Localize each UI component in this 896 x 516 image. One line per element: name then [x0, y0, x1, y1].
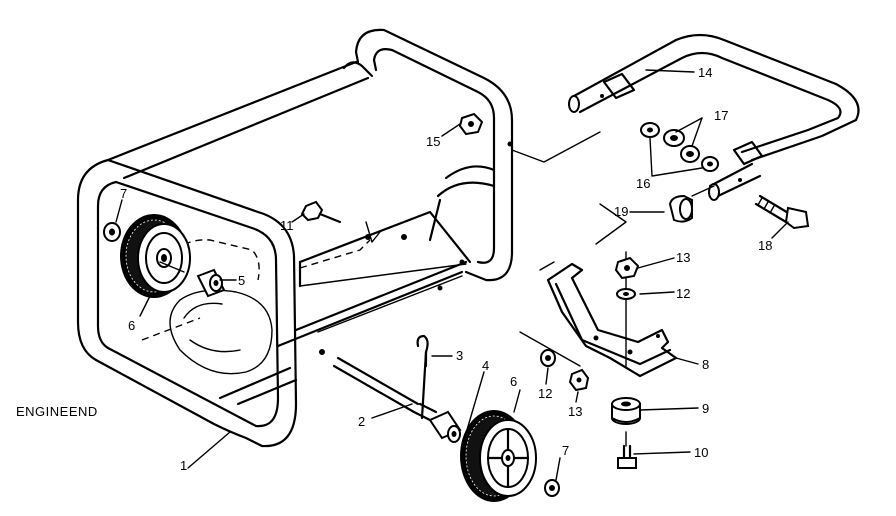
bolt-18: [754, 194, 810, 230]
nut-13-upper: [614, 256, 640, 280]
callout-7-lower: 7: [562, 443, 569, 458]
callout-13-upper: 13: [676, 250, 690, 265]
wheel-upper: [120, 214, 191, 298]
callout-3: 3: [456, 348, 463, 363]
bolt-10: [617, 444, 637, 469]
washer-12-lower: [540, 349, 556, 367]
callout-14: 14: [698, 65, 712, 80]
sleeve-5: [196, 268, 226, 298]
engine-end-caption: ENGINEEND: [16, 404, 98, 419]
callout-10: 10: [694, 445, 708, 460]
callout-12-lower: 12: [538, 386, 552, 401]
frame-tube: [76, 28, 514, 448]
callout-17: 17: [714, 108, 728, 123]
callout-6-upper: 6: [128, 318, 135, 333]
washer-12-upper: [616, 288, 636, 300]
handle: [568, 33, 860, 201]
callout-9: 9: [702, 401, 709, 416]
callout-13-lower: 13: [568, 404, 582, 419]
washer-set: [640, 122, 719, 172]
callout-4: 4: [482, 358, 489, 373]
cotter-pin-3: [416, 334, 429, 420]
callout-1: 1: [180, 458, 187, 473]
callout-19: 19: [614, 204, 628, 219]
wheel-lower: [460, 410, 537, 502]
callout-labels: 1 2 3 4 5 6 6 7 7 8 9 10 11 12 12 13 13 …: [120, 65, 772, 473]
leader-lines: [115, 69, 789, 481]
callout-11: 11: [280, 218, 294, 233]
washer-7-lower: [544, 479, 560, 497]
callout-6-lower: 6: [510, 374, 517, 389]
nut-13-lower: [568, 368, 590, 392]
callout-7-upper: 7: [120, 186, 127, 201]
washer-7-upper: [103, 222, 121, 242]
callout-15: 15: [426, 134, 440, 149]
callout-16: 16: [636, 176, 650, 191]
bolt-11: [300, 200, 342, 224]
nut-15: [458, 112, 484, 136]
callout-12-upper: 12: [676, 286, 690, 301]
callout-18: 18: [758, 238, 772, 253]
bracket-8: [546, 262, 678, 378]
axle-2: [332, 356, 438, 422]
cap-19: [668, 194, 693, 223]
callout-8: 8: [702, 357, 709, 372]
callout-5: 5: [238, 273, 245, 288]
vibration-mount: [611, 397, 641, 425]
callout-2: 2: [358, 414, 365, 429]
spacer-4: [428, 410, 462, 443]
